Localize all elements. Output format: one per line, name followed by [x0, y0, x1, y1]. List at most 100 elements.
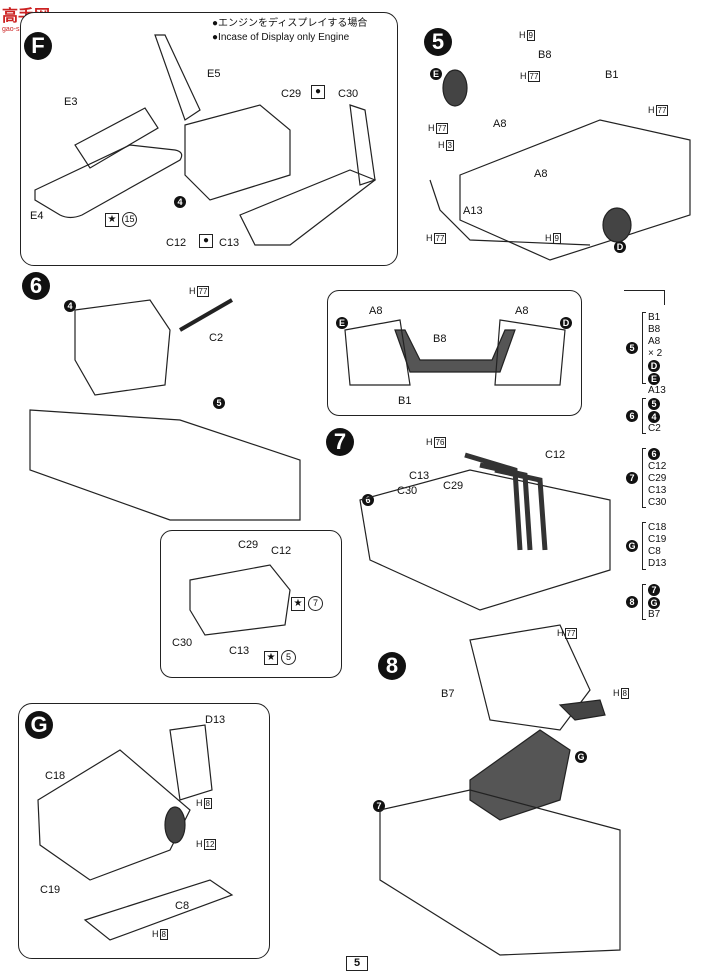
engine-f: [184, 104, 291, 201]
h-prefix: H: [189, 286, 196, 296]
label-f-c29: C29: [281, 88, 302, 100]
exhaust-pipes: [464, 452, 548, 551]
inset-frame-left: [344, 319, 411, 386]
page-number-text: 5: [353, 957, 361, 969]
engine-6: [74, 299, 171, 396]
summary-bracket: [642, 584, 646, 620]
label-e5: E5: [207, 68, 221, 80]
h-box: 77: [196, 286, 210, 297]
label-7-c13: C13: [409, 470, 430, 482]
summary-item-text: A13: [648, 385, 666, 397]
label-inset-a8-left: A8: [369, 305, 383, 317]
ex-star-ref-5: ★ 5: [264, 650, 297, 665]
step-6-badge: 6: [22, 272, 50, 300]
brake-e: [442, 69, 468, 107]
summary-bracket: [642, 522, 646, 570]
summary-item: C2: [648, 423, 661, 435]
step-8-badge: 8: [378, 652, 406, 680]
h-box: 77: [564, 628, 578, 639]
transmission-c18: [37, 749, 191, 881]
label-g-c8: C8: [175, 900, 190, 912]
star-icon: ★: [264, 651, 278, 665]
label-ex-c12: C12: [271, 545, 292, 557]
summary-item: D13: [648, 558, 666, 570]
summary-item-dot: D: [648, 360, 660, 372]
h8-arm: [558, 699, 606, 721]
d13-cover: [169, 724, 213, 801]
ref-number: 15: [122, 212, 138, 227]
summary-bracket: [642, 312, 646, 384]
summary-item: B8: [648, 324, 666, 336]
summary-item: C18: [648, 522, 666, 534]
h-prefix: H: [613, 688, 620, 698]
flywheel: [164, 806, 186, 844]
label-5-a8a: A8: [493, 118, 507, 130]
chassis-8: [379, 789, 621, 956]
summary-item-text: C19: [648, 534, 667, 545]
chassis-5: [459, 119, 691, 261]
dot-6-four: 4: [64, 300, 76, 312]
stand-e4: [34, 144, 183, 219]
h-prefix: H: [428, 123, 435, 133]
label-8-b7: B7: [441, 688, 455, 700]
label-e3: E3: [64, 96, 78, 108]
dual-dot-icon: ●: [199, 234, 213, 248]
inset-b8: [327, 290, 582, 416]
panel-f: [20, 12, 398, 266]
label-g-c18: C18: [45, 770, 66, 782]
h-prefix: H: [196, 798, 203, 808]
label-f-c12: C12: [166, 237, 187, 249]
h-box: 77: [433, 233, 447, 244]
summary-item: B1: [648, 312, 666, 324]
stand-e3-frame: [74, 107, 159, 169]
summary-item-text: D13: [648, 558, 667, 569]
stand-right: [239, 169, 377, 246]
label-ex-c13: C13: [229, 645, 250, 657]
h-box: 12: [203, 839, 217, 850]
star-icon: ★: [105, 213, 119, 227]
summary-item-dot: 6: [648, 448, 660, 460]
summary-item-dot: 7: [648, 584, 660, 596]
h-box: 77: [435, 123, 449, 134]
summary-item: C29: [648, 473, 666, 485]
h-prefix: H: [438, 140, 445, 150]
star-ref-15: ★ 15: [105, 212, 138, 227]
step-5-badge: 5: [424, 28, 452, 56]
summary-item: A8 × 2: [648, 336, 666, 360]
h-box: 8: [203, 798, 212, 809]
summary-bracket: [642, 398, 646, 434]
h-box: 77: [527, 71, 541, 82]
h-prefix: H: [426, 233, 433, 243]
h-prefix: H: [557, 628, 564, 638]
panel-g: [18, 703, 270, 959]
summary-item-text: C18: [648, 522, 667, 533]
summary-item-text: C2: [648, 423, 661, 435]
summary-item-text: A8 × 2: [648, 336, 663, 359]
dot-inset-e: E: [336, 317, 348, 329]
label-ex-c29: C29: [238, 539, 259, 551]
c2-rod: [179, 298, 233, 332]
summary-item: C30: [648, 497, 666, 509]
h-box: 8: [159, 929, 168, 940]
dot-ref-4: 4: [174, 196, 186, 209]
h-prefix: H: [520, 71, 527, 81]
label-5-a13: A13: [463, 205, 483, 217]
dot-8-g: G: [575, 751, 587, 763]
dot-6-five: 5: [213, 397, 225, 409]
dot-5-d: D: [614, 241, 626, 253]
summary-item: 4: [648, 410, 661, 424]
label-5-b8: B8: [538, 49, 552, 61]
label-inset-b8: B8: [433, 333, 447, 345]
label-6-c2: C2: [209, 332, 224, 344]
